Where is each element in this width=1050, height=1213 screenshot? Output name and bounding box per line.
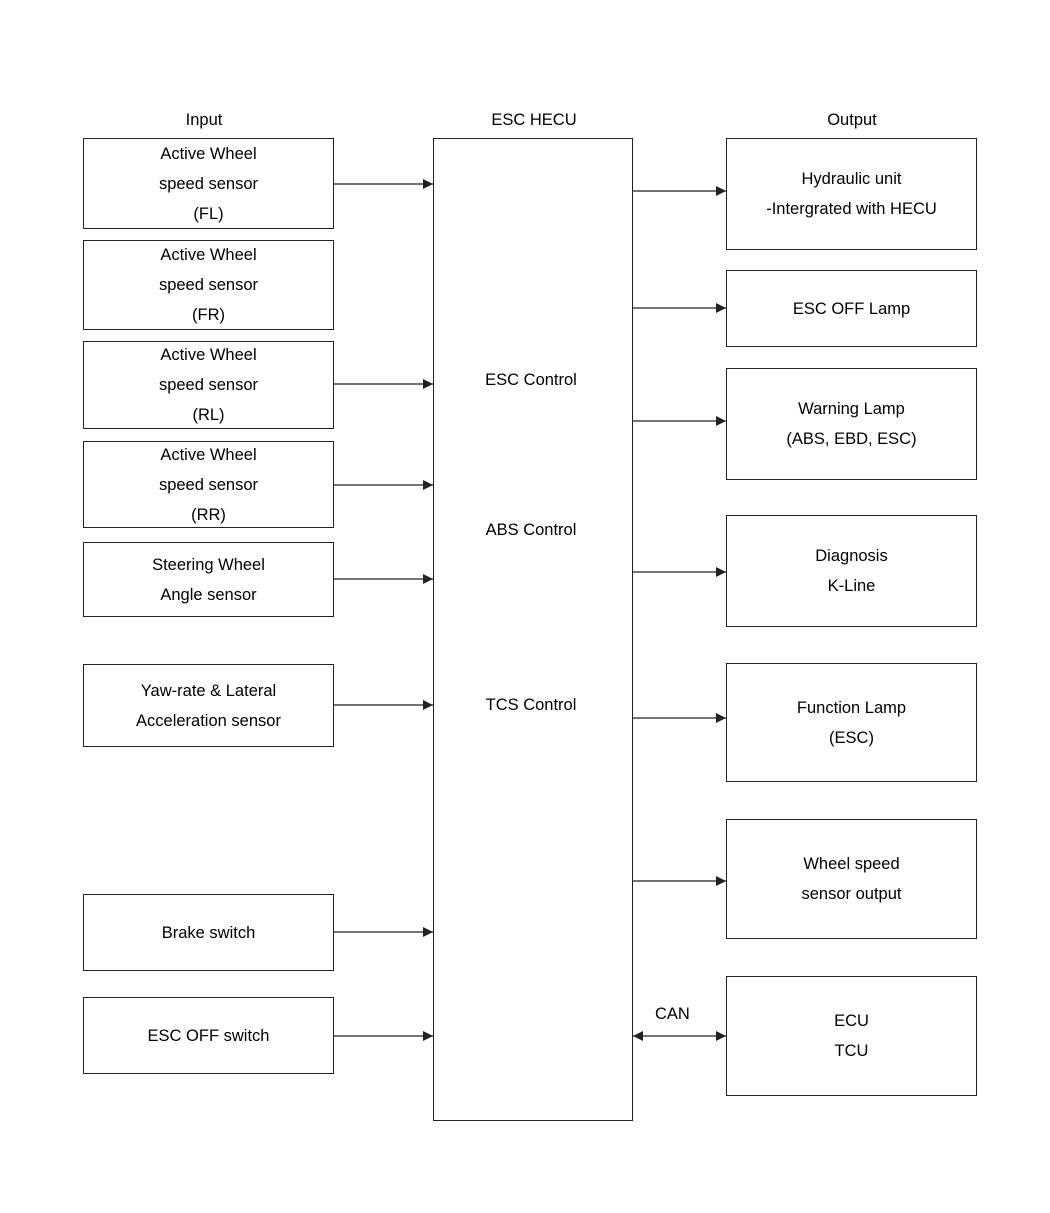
- esc-off-switch-box: ESC OFF switch: [83, 997, 334, 1074]
- warning-lamp-line: Warning Lamp: [798, 400, 905, 418]
- wheel-speed-output-line: sensor output: [801, 885, 902, 903]
- wheel-sensor-fr-box: Active Wheel speed sensor (FR): [83, 240, 334, 330]
- esc-off-lamp-line: ESC OFF Lamp: [792, 299, 911, 318]
- warning-lamp-box: Warning Lamp (ABS, EBD, ESC): [726, 368, 977, 480]
- wheel-sensor-rl-line: speed sensor: [158, 376, 259, 394]
- ecu-tcu-line: ECU: [834, 1012, 869, 1030]
- wheel-sensor-rr-line: speed sensor: [158, 475, 259, 494]
- wheel-sensor-fr-line: Active Wheel: [160, 246, 257, 264]
- output-header: Output: [827, 111, 877, 129]
- esc-off-lamp-box: ESC OFF Lamp: [726, 270, 977, 347]
- ecu-tcu-line: TCU: [834, 1042, 869, 1060]
- wheel-speed-output-box: Wheel speed sensor output: [726, 819, 977, 939]
- wheel-sensor-rl-line: Active Wheel: [160, 346, 257, 364]
- diagnosis-k-line-line: K-Line: [827, 577, 876, 595]
- hydraulic-unit-line: -Intergrated with HECU: [766, 200, 937, 218]
- hydraulic-unit-line: Hydraulic unit: [801, 170, 902, 188]
- hecu-box: [433, 138, 633, 1121]
- can-label: CAN: [655, 1005, 690, 1023]
- hecu-header: ESC HECU: [491, 111, 577, 129]
- esc-off-switch-line: ESC OFF switch: [147, 1026, 270, 1045]
- wheel-sensor-fr-line: speed sensor: [158, 276, 259, 294]
- wheel-sensor-rr-line: Active Wheel: [160, 445, 257, 464]
- wheel-sensor-fl-line: (FL): [193, 204, 224, 223]
- brake-switch-line: Brake switch: [161, 923, 256, 942]
- function-lamp-box: Function Lamp (ESC): [726, 663, 977, 782]
- function-lamp-line: (ESC): [829, 728, 874, 747]
- steering-angle-sensor-line: Angle sensor: [160, 585, 257, 604]
- wheel-sensor-fl-line: speed sensor: [158, 174, 259, 193]
- function-lamp-line: Function Lamp: [796, 698, 907, 717]
- wheel-sensor-rr-box: Active Wheel speed sensor (RR): [83, 441, 334, 528]
- wheel-sensor-rl-box: Active Wheel speed sensor (RL): [83, 341, 334, 429]
- wheel-sensor-rl-line: (RL): [192, 406, 225, 424]
- wheel-sensor-fl-box: Active Wheel speed sensor (FL): [83, 138, 334, 229]
- tcs-control-label: TCS Control: [485, 696, 577, 714]
- brake-switch-box: Brake switch: [83, 894, 334, 971]
- wheel-speed-output-line: Wheel speed: [803, 855, 900, 873]
- ecu-tcu-box: ECU TCU: [726, 976, 977, 1096]
- warning-lamp-line: (ABS, EBD, ESC): [786, 430, 917, 448]
- yaw-rate-sensor-line: Acceleration sensor: [136, 711, 281, 730]
- wheel-sensor-fr-line: (FR): [192, 306, 225, 324]
- input-header: Input: [185, 111, 223, 129]
- abs-control-label: ABS Control: [485, 521, 577, 539]
- hydraulic-unit-box: Hydraulic unit -Intergrated with HECU: [726, 138, 977, 250]
- diagnosis-k-line-line: Diagnosis: [815, 547, 888, 565]
- wheel-sensor-rr-line: (RR): [191, 505, 226, 524]
- steering-angle-sensor-line: Steering Wheel: [152, 555, 265, 574]
- yaw-rate-sensor-line: Yaw-rate & Lateral: [140, 681, 277, 700]
- wheel-sensor-fl-line: Active Wheel: [160, 144, 257, 163]
- esc-control-label: ESC Control: [485, 371, 577, 389]
